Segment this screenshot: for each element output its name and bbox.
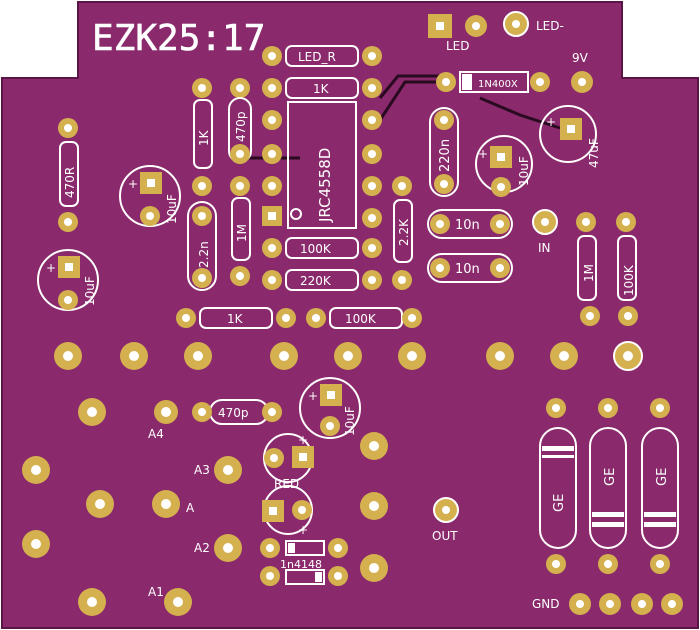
res-1k-top <box>262 77 382 99</box>
res-100k-right <box>616 212 638 326</box>
label-1n400x: 1N400X <box>478 79 518 90</box>
pot-pads-left <box>22 398 388 616</box>
cap-470p-mid <box>154 399 282 425</box>
label-led: LED <box>446 39 470 53</box>
label-gnd: GND <box>532 597 560 611</box>
label-220n: 220n <box>438 139 453 172</box>
diode-1n400x <box>436 71 550 93</box>
label-47uf: 47uF <box>587 138 601 168</box>
cap-47uf <box>539 105 597 163</box>
label-470p-top: 470p <box>234 111 248 142</box>
cap-10uf-left-upper <box>119 165 181 227</box>
label-1m-left: 1M <box>235 224 249 242</box>
label-10uf-left-upper-plus: + <box>128 177 138 191</box>
label-47uf-plus: + <box>546 115 556 129</box>
label-a: A <box>186 501 195 515</box>
label-led-minus: LED- <box>536 19 564 33</box>
label-red-plus-lower: + <box>298 523 308 537</box>
cap-2n2 <box>187 201 217 291</box>
diode-ge-1 <box>539 398 577 574</box>
res-1k-bottom <box>176 307 296 329</box>
label-10n-b: 10n <box>455 262 480 277</box>
diode-ge-2 <box>589 398 627 574</box>
label-ge-3: GE <box>655 468 670 486</box>
diode-1n4148-a <box>260 538 348 558</box>
cap-10uf-right <box>475 135 533 197</box>
label-1k-left: 1K <box>197 129 211 146</box>
cap-10uf-mid <box>299 377 361 439</box>
label-10uf-right: 10uF <box>517 156 531 186</box>
res-220k <box>262 269 382 291</box>
gnd-header <box>569 593 683 615</box>
label-220k: 220K <box>300 274 332 288</box>
label-10uf-mid-plus: + <box>308 389 318 403</box>
label-100k-mid: 100K <box>300 242 332 256</box>
cap-470p-top <box>228 78 252 164</box>
label-1k-top: 1K <box>313 82 330 96</box>
label-ge-1: GE <box>552 494 567 512</box>
label-100k-bottom: 100K <box>345 312 377 326</box>
res-1m-right <box>576 212 600 326</box>
label-10uf-left-upper: 10uF <box>165 194 179 224</box>
label-a3: A3 <box>194 463 210 477</box>
label-1m-right: 1M <box>582 264 596 282</box>
label-1k-bottom: 1K <box>227 312 244 326</box>
cap-220n <box>429 107 459 197</box>
label-100k-right: 100K <box>622 264 636 296</box>
label-ic: JRC4558D <box>316 148 334 223</box>
res-led-r <box>262 45 382 67</box>
label-10uf-left-lower-plus: + <box>46 261 56 275</box>
res-2k2 <box>392 176 413 290</box>
label-red-plus-upper: + <box>298 433 308 447</box>
label-led-r: LED_R <box>298 50 336 64</box>
label-9v: 9V <box>572 51 589 65</box>
label-in: IN <box>538 241 551 255</box>
res-1m-left <box>230 176 251 286</box>
res-1k-left <box>192 78 213 196</box>
label-10n-a: 10n <box>455 218 480 233</box>
label-a4: A4 <box>148 427 164 441</box>
label-out: OUT <box>432 529 458 543</box>
res-470r <box>58 118 79 232</box>
label-a1: A1 <box>148 585 164 599</box>
res-100k-mid <box>262 237 382 259</box>
led-red-lower <box>262 485 313 535</box>
diode-1n4148-b <box>260 566 348 586</box>
label-2n2: 2.2n <box>197 241 211 268</box>
led-red-upper <box>263 433 314 483</box>
label-2k2: 2.2K <box>397 218 411 246</box>
label-ge-2: GE <box>603 468 618 486</box>
res-100k-bottom <box>306 307 422 329</box>
label-470r: 470R <box>63 167 77 198</box>
board-title: EZK25:17 <box>92 18 265 59</box>
label-10uf-left-lower: 10uF <box>83 276 97 306</box>
diode-ge-3 <box>641 398 679 574</box>
cap-10uf-left-lower <box>37 249 99 311</box>
label-10uf-mid: 10uF <box>343 406 357 436</box>
label-1n4148: 1n4148 <box>280 558 322 571</box>
cap-10n-a <box>427 209 513 239</box>
label-10uf-right-plus: + <box>478 147 488 161</box>
led-connector <box>428 11 529 38</box>
label-a2: A2 <box>194 541 210 555</box>
label-470p-mid: 470p <box>218 406 249 420</box>
ic-jrc4558d <box>262 101 382 229</box>
pot-pads-row <box>54 341 643 371</box>
cap-10n-b <box>427 253 513 283</box>
